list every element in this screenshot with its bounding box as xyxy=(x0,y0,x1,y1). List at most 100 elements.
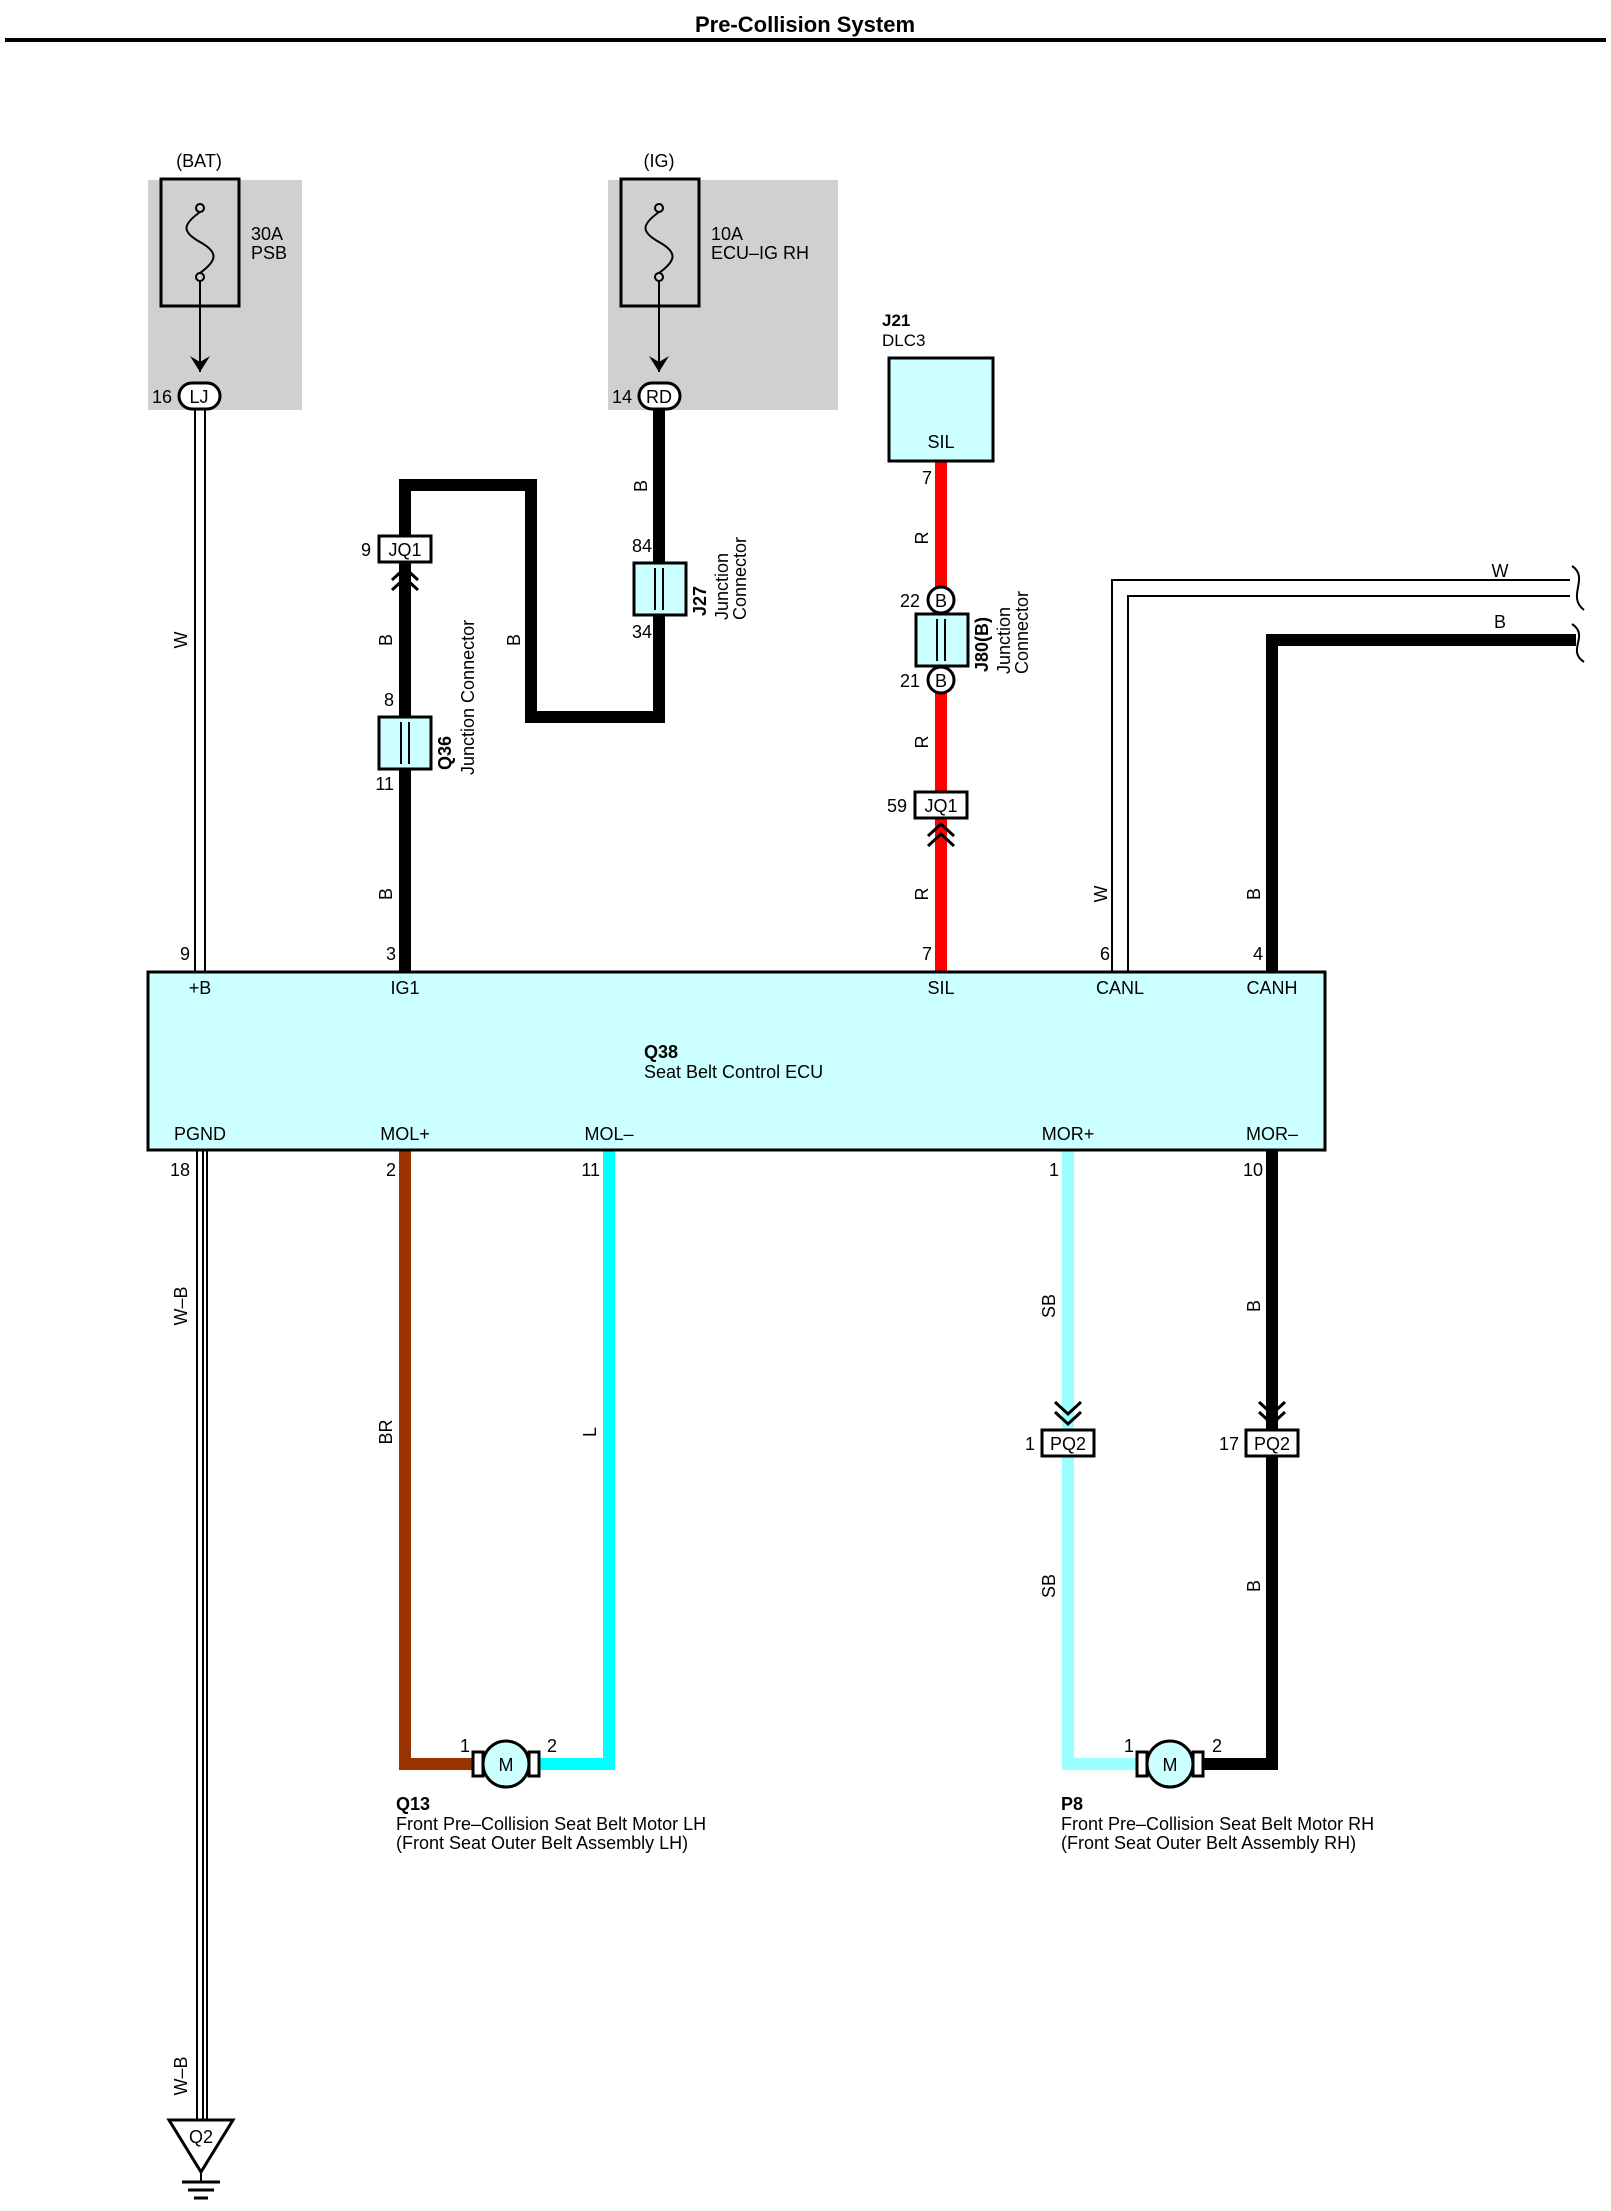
wire-color-label: L xyxy=(580,1427,600,1437)
motor-rh-pin1: 1 xyxy=(1124,1736,1134,1756)
wire-canh xyxy=(1266,634,1576,972)
q36-junction-connector xyxy=(377,715,433,771)
ecu-pin-number: 9 xyxy=(180,944,190,964)
motor-rh-line2: (Front Seat Outer Belt Assembly RH) xyxy=(1061,1833,1356,1853)
wire-plus-b xyxy=(194,409,206,972)
lj-connector xyxy=(177,381,222,411)
j27-id: J27 xyxy=(690,586,710,616)
motor-lh-pin1: 1 xyxy=(460,1736,470,1756)
ecu-pin-label: MOR+ xyxy=(1042,1124,1095,1144)
pq2-left-connector xyxy=(1040,1428,1096,1458)
ground-point-icon xyxy=(166,2118,236,2175)
j27-desc-line2: Connector xyxy=(730,537,750,620)
wire-mor-plus xyxy=(1062,1150,1137,1770)
ecu-name: Seat Belt Control ECU xyxy=(644,1062,823,1082)
j80-terminal-bottom xyxy=(926,665,956,695)
ig-arrow-icon xyxy=(649,356,669,372)
wire-color-label: R xyxy=(912,736,932,749)
j80-desc-line2: Connector xyxy=(1012,591,1032,674)
j27-pin-bottom: 34 xyxy=(632,622,652,642)
ecu-pin-label: +B xyxy=(189,978,212,998)
wire-color-label: BR xyxy=(376,1419,396,1444)
motor-rh-icon xyxy=(1135,1739,1205,1789)
pq2-left-pin-number: 1 xyxy=(1025,1434,1035,1454)
ecu-id: Q38 xyxy=(644,1042,678,1062)
wire-color-label: B xyxy=(376,888,396,900)
motor-rh-id: P8 xyxy=(1061,1794,1083,1814)
ground-label: Q2 xyxy=(189,2127,213,2147)
wire-color-label: W xyxy=(171,632,191,649)
ecu-pin-label: CANH xyxy=(1246,978,1297,998)
ecu-pin-label: MOL– xyxy=(584,1124,633,1144)
dlc-pin-label: SIL xyxy=(927,432,954,452)
wire-color-label: R xyxy=(912,532,932,545)
wire-color-label: B xyxy=(1244,888,1264,900)
ecu-pin-number: 11 xyxy=(581,1160,600,1180)
connector-chevron-icon xyxy=(1053,1400,1083,1427)
j80-pin-top: 22 xyxy=(900,591,920,611)
wire-color-label: W–B xyxy=(171,1286,191,1325)
j27-junction-connector xyxy=(632,561,688,617)
wire-color-label: SB xyxy=(1039,1294,1059,1318)
motor-lh-symbol: M xyxy=(499,1755,514,1775)
jq1-connector xyxy=(377,534,433,564)
bat-fuse-panel xyxy=(148,180,302,410)
rd-pin-number: 14 xyxy=(612,387,632,407)
ecu-ig-fuse-name: ECU–IG RH xyxy=(711,243,809,263)
jq1-sil-label: JQ1 xyxy=(924,796,957,816)
wire-color-label: R xyxy=(912,888,932,901)
motor-rh-symbol: M xyxy=(1163,1755,1178,1775)
bat-source-label: (BAT) xyxy=(176,151,222,171)
j80-junction-connector xyxy=(914,612,970,668)
wire-color-label: B xyxy=(504,634,524,646)
connector-chevron-icon xyxy=(926,821,956,848)
j80-terminal-top xyxy=(926,585,956,615)
motor-lh-icon xyxy=(471,1739,541,1789)
ecu-pin-number: 18 xyxy=(170,1160,190,1180)
ground-symbol-icon xyxy=(182,2172,220,2200)
q36-desc: Junction Connector xyxy=(458,620,478,775)
j80-desc-line1: Junction xyxy=(994,607,1014,674)
title-rule xyxy=(5,38,1606,42)
wire-pgnd xyxy=(196,1150,208,2120)
wire-canl xyxy=(1111,579,1570,972)
q36-id: Q36 xyxy=(435,736,455,770)
j80-pin-bottom: 21 xyxy=(900,671,920,691)
wire-color-label: B xyxy=(1244,1300,1264,1312)
wire-color-label: B xyxy=(631,480,651,492)
ecu-pin-number: 4 xyxy=(1253,944,1263,964)
motor-lh-pin2: 2 xyxy=(547,1736,557,1756)
dlc-pin-number: 7 xyxy=(922,468,932,488)
j27-desc-line1: Junction xyxy=(712,553,732,620)
psb-fuse-name: PSB xyxy=(251,243,287,263)
motor-lh-id: Q13 xyxy=(396,1794,430,1814)
ecu-pin-number: 2 xyxy=(386,1160,396,1180)
dlc3-connector xyxy=(887,356,995,463)
motor-rh-line1: Front Pre–Collision Seat Belt Motor RH xyxy=(1061,1814,1374,1834)
wire-color-label: B xyxy=(1494,612,1506,632)
ecu-pin-label: IG1 xyxy=(390,978,419,998)
wire-break-icon xyxy=(1571,565,1585,611)
jq1-sil-connector xyxy=(913,790,969,820)
motor-rh-pin2: 2 xyxy=(1212,1736,1222,1756)
j80-terminal-mark: B xyxy=(935,591,947,611)
page-title: Pre-Collision System xyxy=(695,12,915,37)
wire-color-label: B xyxy=(376,634,396,646)
wire-mol-plus xyxy=(399,1150,473,1770)
wire-mol-minus xyxy=(537,1150,615,1770)
wire-mor-minus xyxy=(1200,1150,1278,1770)
wire-color-label: W xyxy=(1091,886,1111,903)
lj-pin-number: 16 xyxy=(152,387,172,407)
ecu-pin-number: 1 xyxy=(1049,1160,1059,1180)
wire-color-label: SB xyxy=(1039,1574,1059,1598)
jq1-sil-pin-number: 59 xyxy=(887,796,907,816)
motor-lh-line2: (Front Seat Outer Belt Assembly LH) xyxy=(396,1833,688,1853)
ecu-pin-number: 3 xyxy=(386,944,396,964)
jq1-pin-number: 9 xyxy=(361,540,371,560)
psb-fuse-amp: 30A xyxy=(251,224,283,244)
ecu-pin-number: 6 xyxy=(1100,944,1110,964)
dlc-name: DLC3 xyxy=(882,331,925,350)
j27-pin-top: 84 xyxy=(632,536,652,556)
pq2-right-label: PQ2 xyxy=(1254,1434,1290,1454)
